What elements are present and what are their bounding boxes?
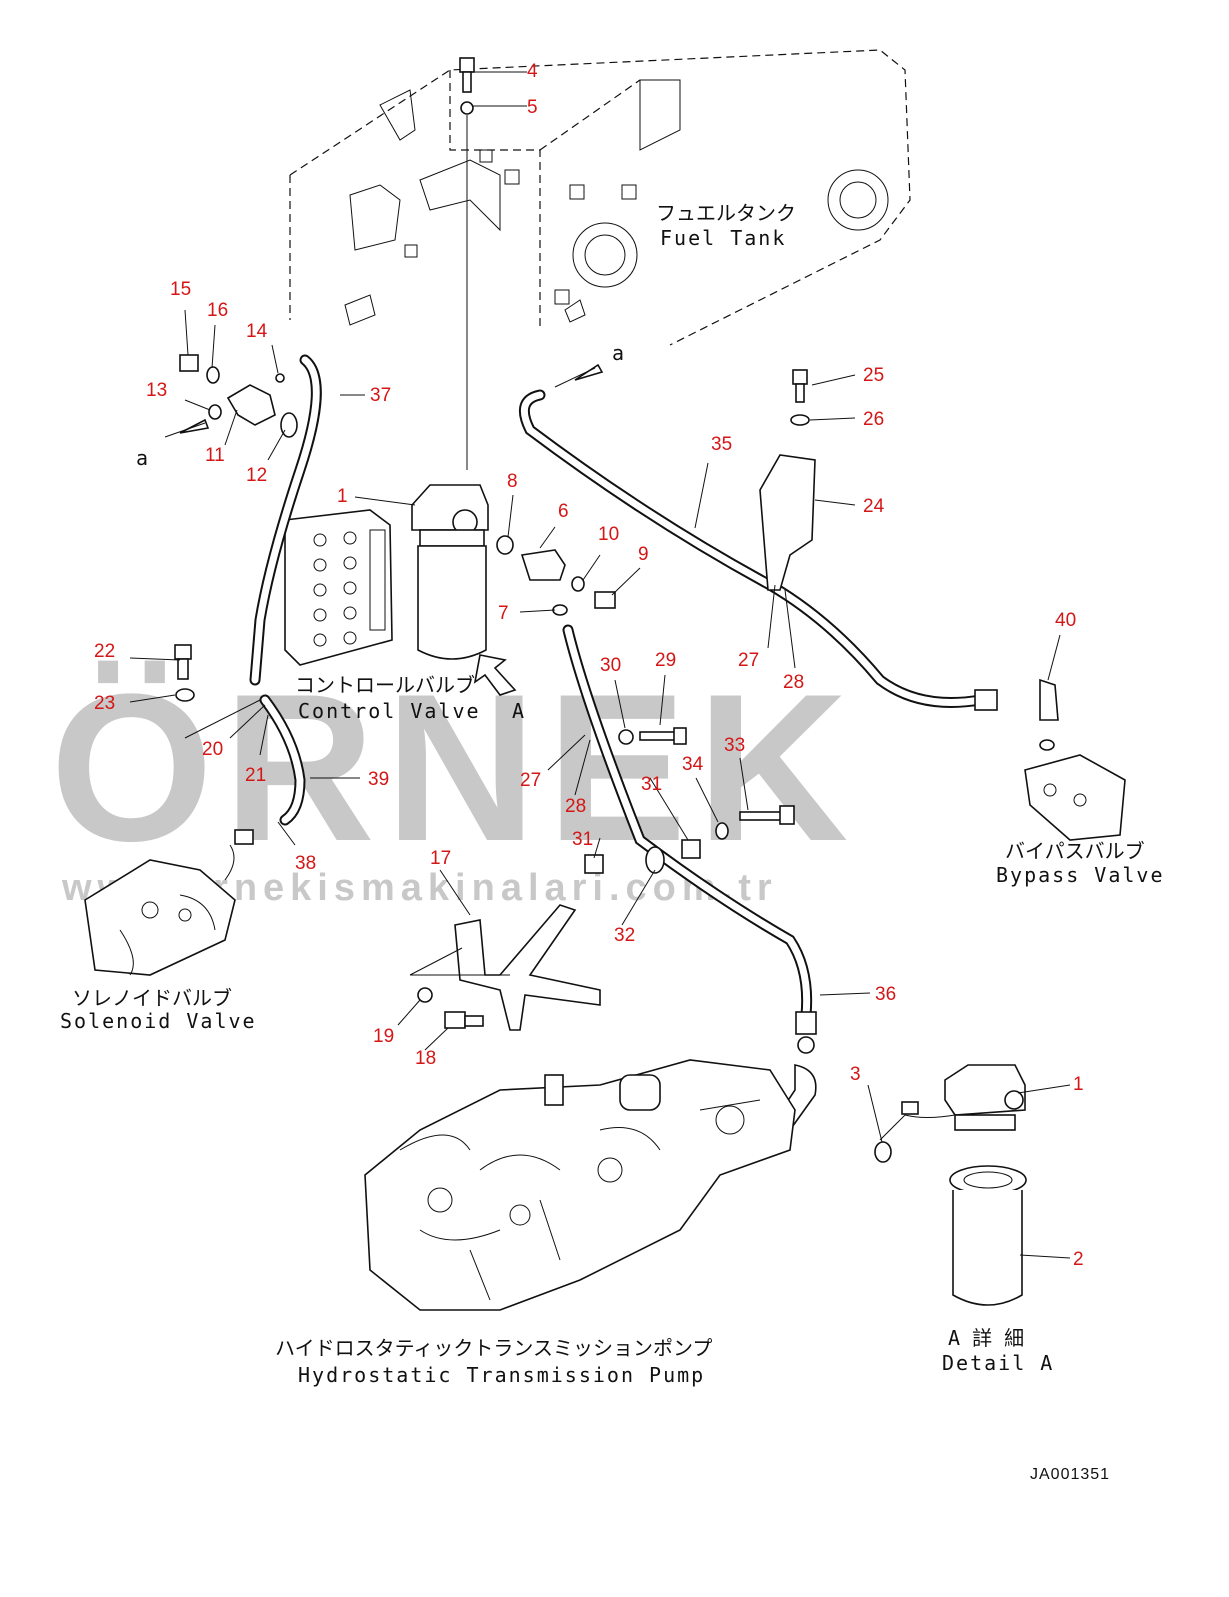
callout-28-upper: 28 xyxy=(783,672,804,693)
detail-en: Detail A xyxy=(942,1351,1054,1375)
callout-20: 20 xyxy=(202,739,223,760)
bracket-17 xyxy=(417,904,601,1031)
hose-39 xyxy=(259,694,306,826)
bypass-valve-jp: バイパスバルブ xyxy=(1005,839,1145,863)
callout-24: 24 xyxy=(863,496,885,517)
callout-27-upper: 27 xyxy=(738,650,759,671)
hose-37 xyxy=(249,354,322,686)
pump-en: Hydrostatic Transmission Pump xyxy=(298,1363,705,1387)
marker-view-A: A xyxy=(512,699,526,723)
callout-32: 32 xyxy=(614,925,635,946)
callout-22: 22 xyxy=(94,641,115,662)
callout-3: 3 xyxy=(850,1064,861,1085)
callout-38: 38 xyxy=(295,853,316,874)
callout-7: 7 xyxy=(498,603,509,624)
callout-8: 8 xyxy=(507,471,518,492)
callout-21: 21 xyxy=(245,765,266,786)
callout-28-lower: 28 xyxy=(565,796,586,817)
callout-5: 5 xyxy=(527,97,538,118)
drawing-code: JA001351 xyxy=(1030,1466,1110,1483)
bolt-29 xyxy=(618,727,687,745)
callout-39: 39 xyxy=(368,769,389,790)
bypass-valve xyxy=(1024,678,1126,841)
callout-10: 10 xyxy=(598,524,619,545)
callout-18: 18 xyxy=(415,1048,436,1069)
leader-lines xyxy=(129,71,1071,1259)
callout-35: 35 xyxy=(711,434,732,455)
callout-13: 13 xyxy=(146,380,167,401)
callout-37: 37 xyxy=(370,385,391,406)
small-fittings xyxy=(174,354,701,874)
callout-1-detail: 1 xyxy=(1073,1074,1084,1095)
callout-6: 6 xyxy=(558,501,569,522)
pump-jp: ハイドロスタティックトランスミッションポンプ xyxy=(275,1336,712,1360)
callout-31-lower: 31 xyxy=(572,829,593,850)
callout-9: 9 xyxy=(638,544,649,565)
control-valve-en: Control Valve xyxy=(298,699,481,723)
callout-17: 17 xyxy=(430,848,451,869)
marker-a-top: a xyxy=(612,341,626,365)
callout-34: 34 xyxy=(682,754,704,775)
callout-numbers: 1 1 2 3 4 5 6 7 8 9 10 11 12 13 14 15 16… xyxy=(94,61,1084,1270)
solenoid-valve-en: Solenoid Valve xyxy=(60,1009,257,1033)
callout-19: 19 xyxy=(373,1026,394,1047)
fuel-tank-jp: フュエルタンク xyxy=(656,201,796,225)
callout-36: 36 xyxy=(875,984,896,1005)
callout-26: 26 xyxy=(863,409,884,430)
bolt-33 xyxy=(715,805,795,840)
watermark: ÖRNEK www.ornekismakinalari.com.tr xyxy=(50,650,848,909)
solenoid-valve xyxy=(84,829,254,976)
hydrostatic-pump xyxy=(364,1059,796,1311)
callout-29: 29 xyxy=(655,650,676,671)
callout-40: 40 xyxy=(1055,610,1076,631)
solenoid-valve-jp: ソレノイドバルブ xyxy=(72,986,232,1010)
callout-23: 23 xyxy=(94,693,115,714)
detail-jp: A 詳 細 xyxy=(948,1326,1024,1350)
filter-assembly-1 xyxy=(411,484,489,660)
callout-31-upper: 31 xyxy=(641,774,662,795)
callout-12: 12 xyxy=(246,465,267,486)
callout-25: 25 xyxy=(863,365,884,386)
bracket-24 xyxy=(759,369,816,591)
bolt-4 xyxy=(459,57,475,470)
callout-15: 15 xyxy=(170,279,191,300)
callout-16: 16 xyxy=(207,300,228,321)
callout-33: 33 xyxy=(724,735,745,756)
callout-1: 1 xyxy=(337,486,348,507)
fuel-tank-outline xyxy=(289,49,911,346)
callout-2: 2 xyxy=(1073,1249,1084,1270)
callout-4: 4 xyxy=(527,61,538,82)
fuel-tank-en: Fuel Tank xyxy=(660,226,786,250)
callout-11: 11 xyxy=(205,445,225,466)
callout-14: 14 xyxy=(246,321,268,342)
control-valve xyxy=(284,509,393,666)
view-arrows xyxy=(164,363,604,696)
callout-30: 30 xyxy=(600,655,621,676)
detail-a xyxy=(874,1064,1027,1306)
marker-a-left: a xyxy=(136,446,150,470)
callout-27-lower: 27 xyxy=(520,770,541,791)
control-valve-jp: コントロールバルブ xyxy=(295,673,475,697)
bypass-valve-en: Bypass Valve xyxy=(996,863,1165,887)
hose-36 xyxy=(562,624,817,1132)
